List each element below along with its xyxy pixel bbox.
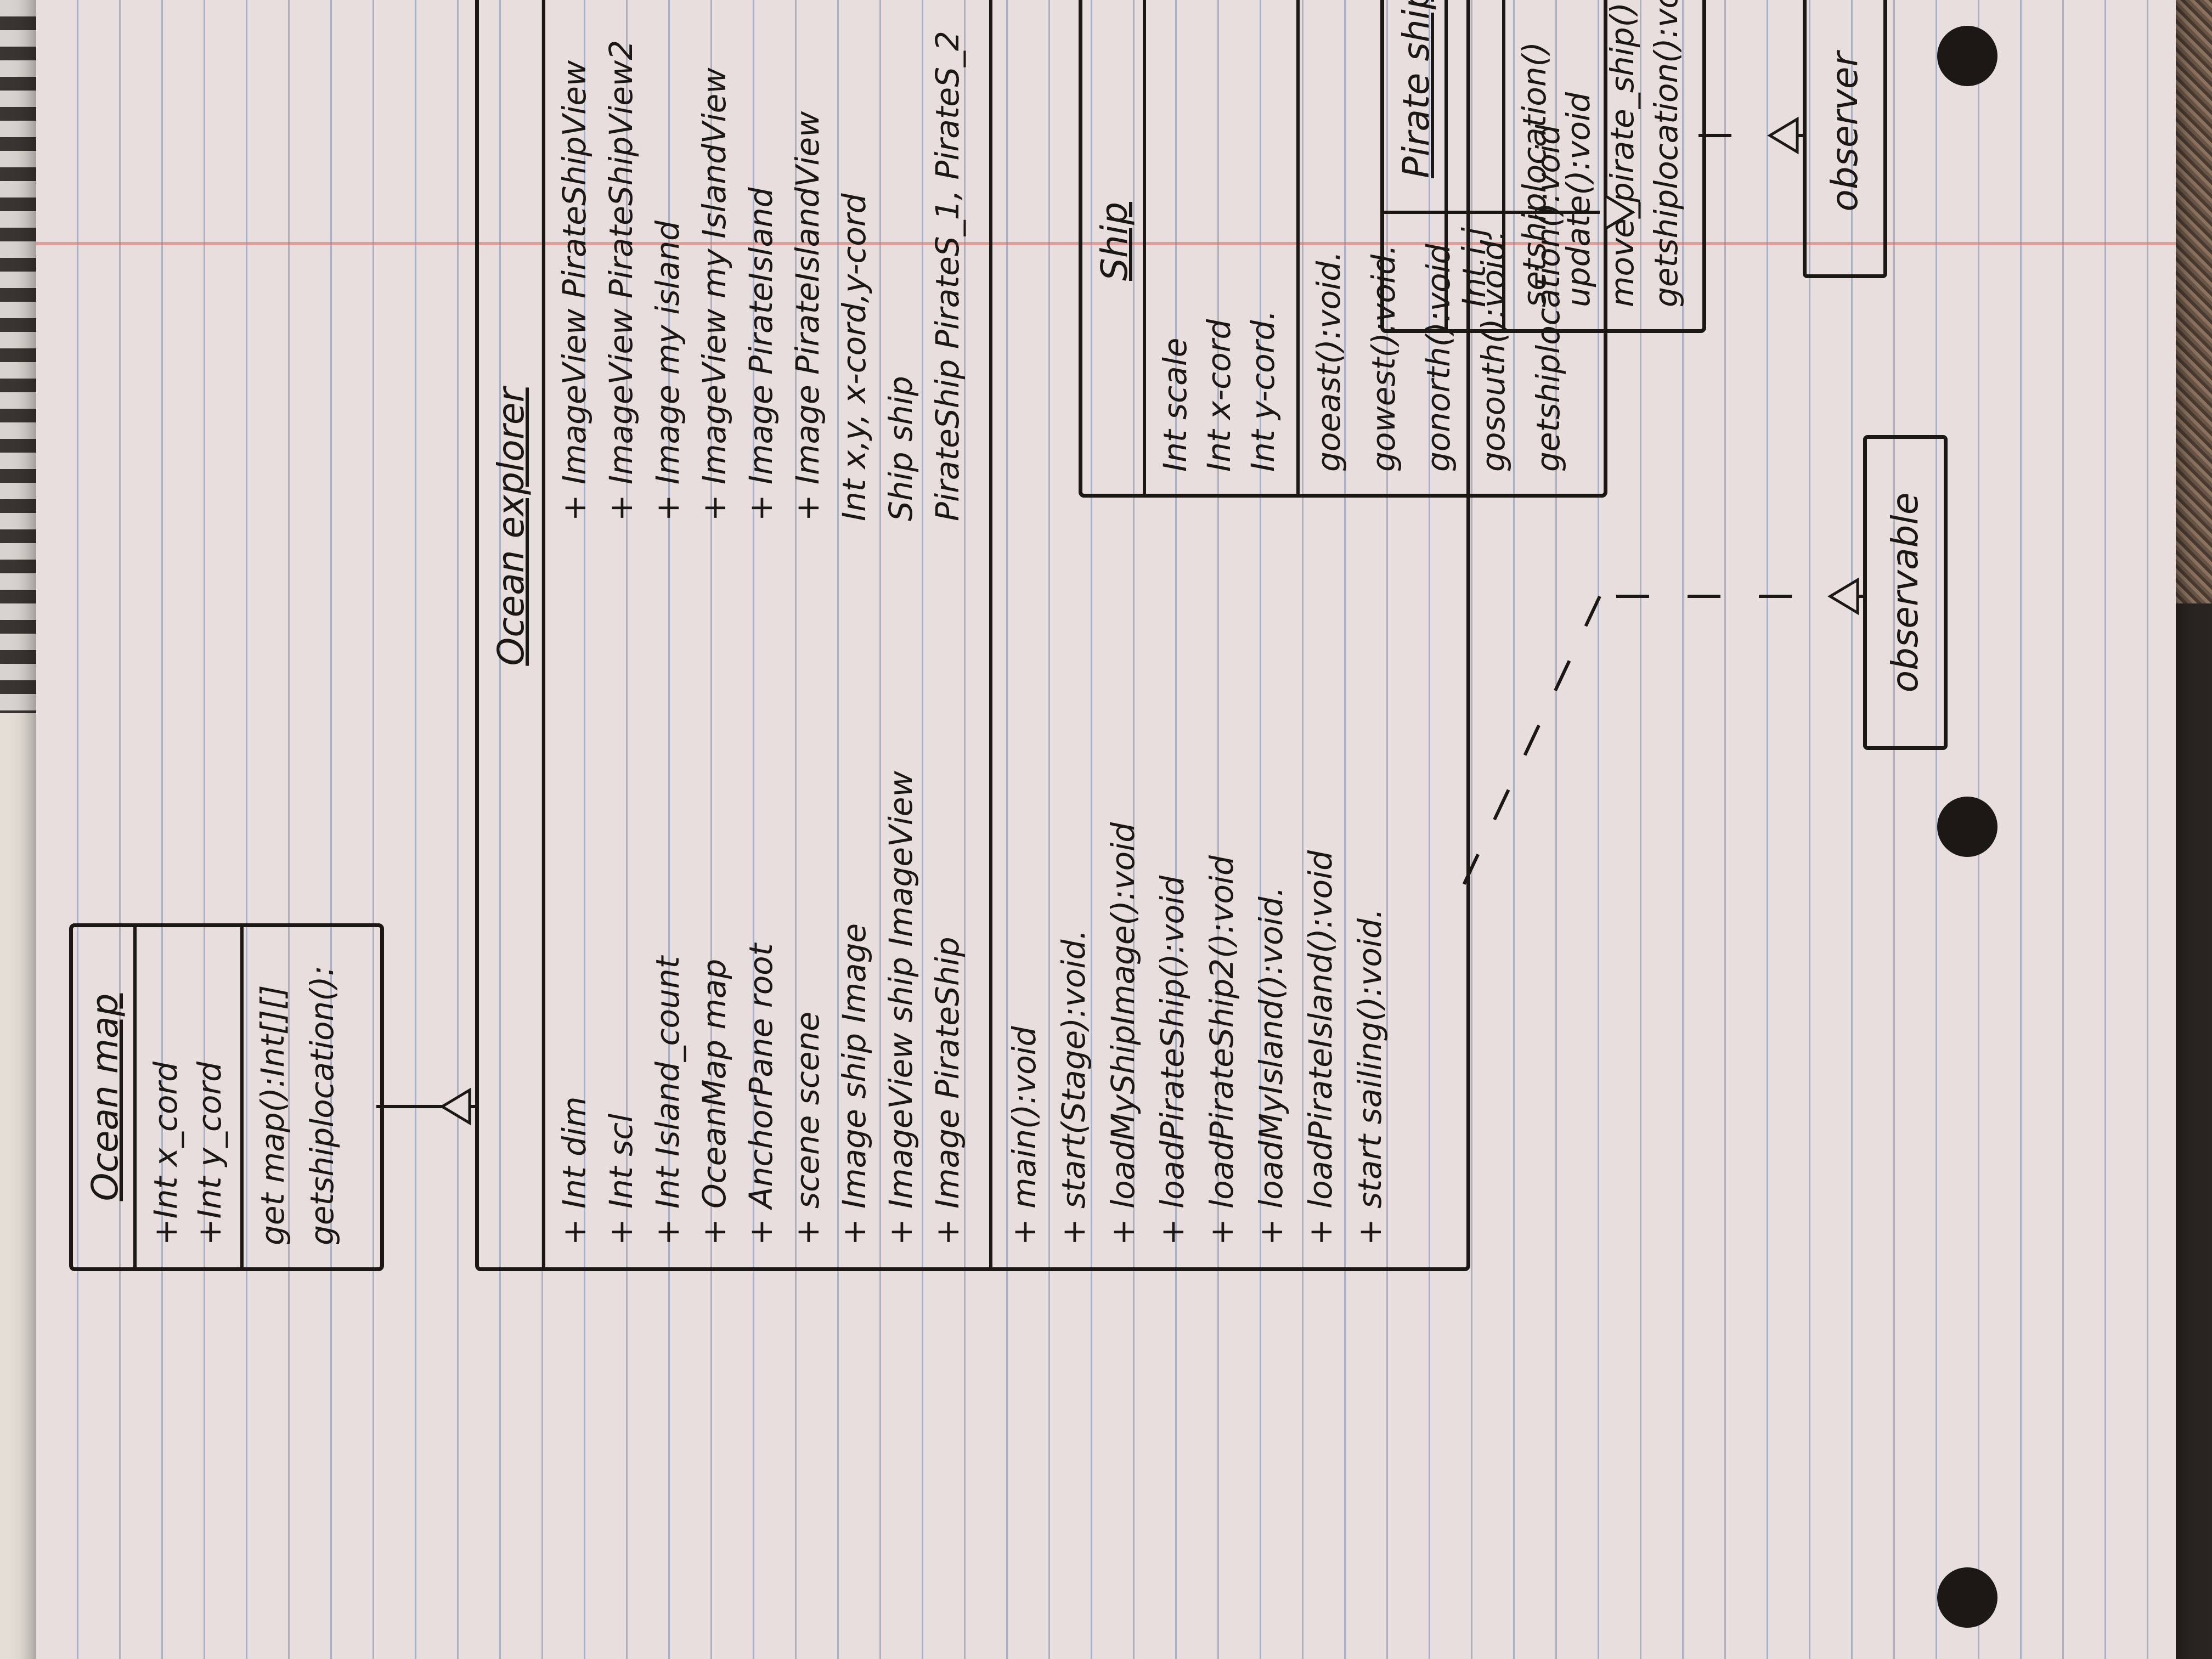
ship-arrowhead [1604, 193, 1635, 232]
relationship-connectors [376, 116, 1863, 1126]
observable-arrowhead [1827, 577, 1859, 616]
ocean-map-arrowhead [439, 1087, 471, 1126]
observer-arrowhead [1767, 116, 1799, 155]
notebook-paper: observable observer Pirate ship Int i,j … [36, 0, 2176, 1659]
realization-line-extension [1461, 595, 1601, 888]
